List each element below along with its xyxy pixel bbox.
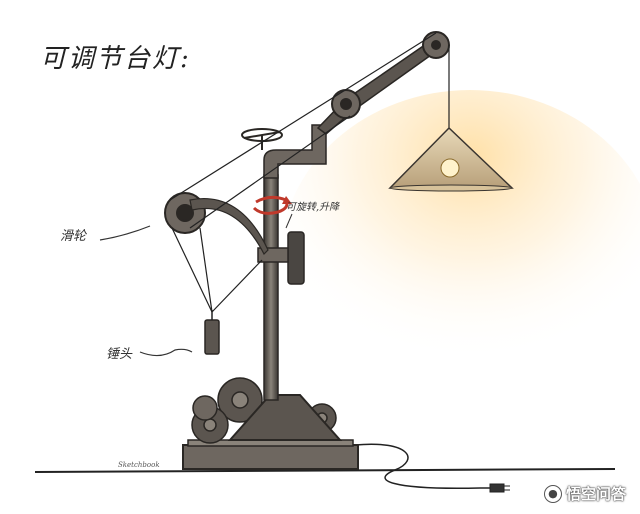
artist-signature: Sketchbook xyxy=(118,461,160,469)
main-pole xyxy=(263,174,279,401)
adjust-knob xyxy=(287,231,305,285)
rotation-arrow xyxy=(252,195,289,215)
pulley-pointer xyxy=(99,225,151,241)
top-wheel xyxy=(241,128,283,150)
power-cord xyxy=(354,443,500,490)
pulley-label: 滑轮 xyxy=(60,229,87,244)
cables xyxy=(169,32,450,313)
light-bulb xyxy=(440,158,460,178)
stand-support xyxy=(227,394,343,441)
rotate-label: 可旋转,升降 xyxy=(286,202,340,213)
rotate-pointer xyxy=(285,213,293,229)
counterweight xyxy=(204,319,220,355)
plug xyxy=(489,483,510,493)
page-title: 可调节台灯: xyxy=(40,44,191,74)
chat-bubble-icon: ● xyxy=(543,484,562,503)
pipe-elbow xyxy=(263,124,327,179)
ground-line xyxy=(34,468,616,473)
watermark-text: 悟空问答 xyxy=(565,485,626,503)
watermark: ● 悟空问答 xyxy=(543,483,626,504)
pulleys xyxy=(164,31,450,234)
weight-label: 锤头 xyxy=(106,347,133,362)
left-bracket xyxy=(189,198,269,256)
weight-pointer xyxy=(139,348,193,357)
lamp-base xyxy=(182,444,359,470)
light-glow xyxy=(280,90,640,430)
